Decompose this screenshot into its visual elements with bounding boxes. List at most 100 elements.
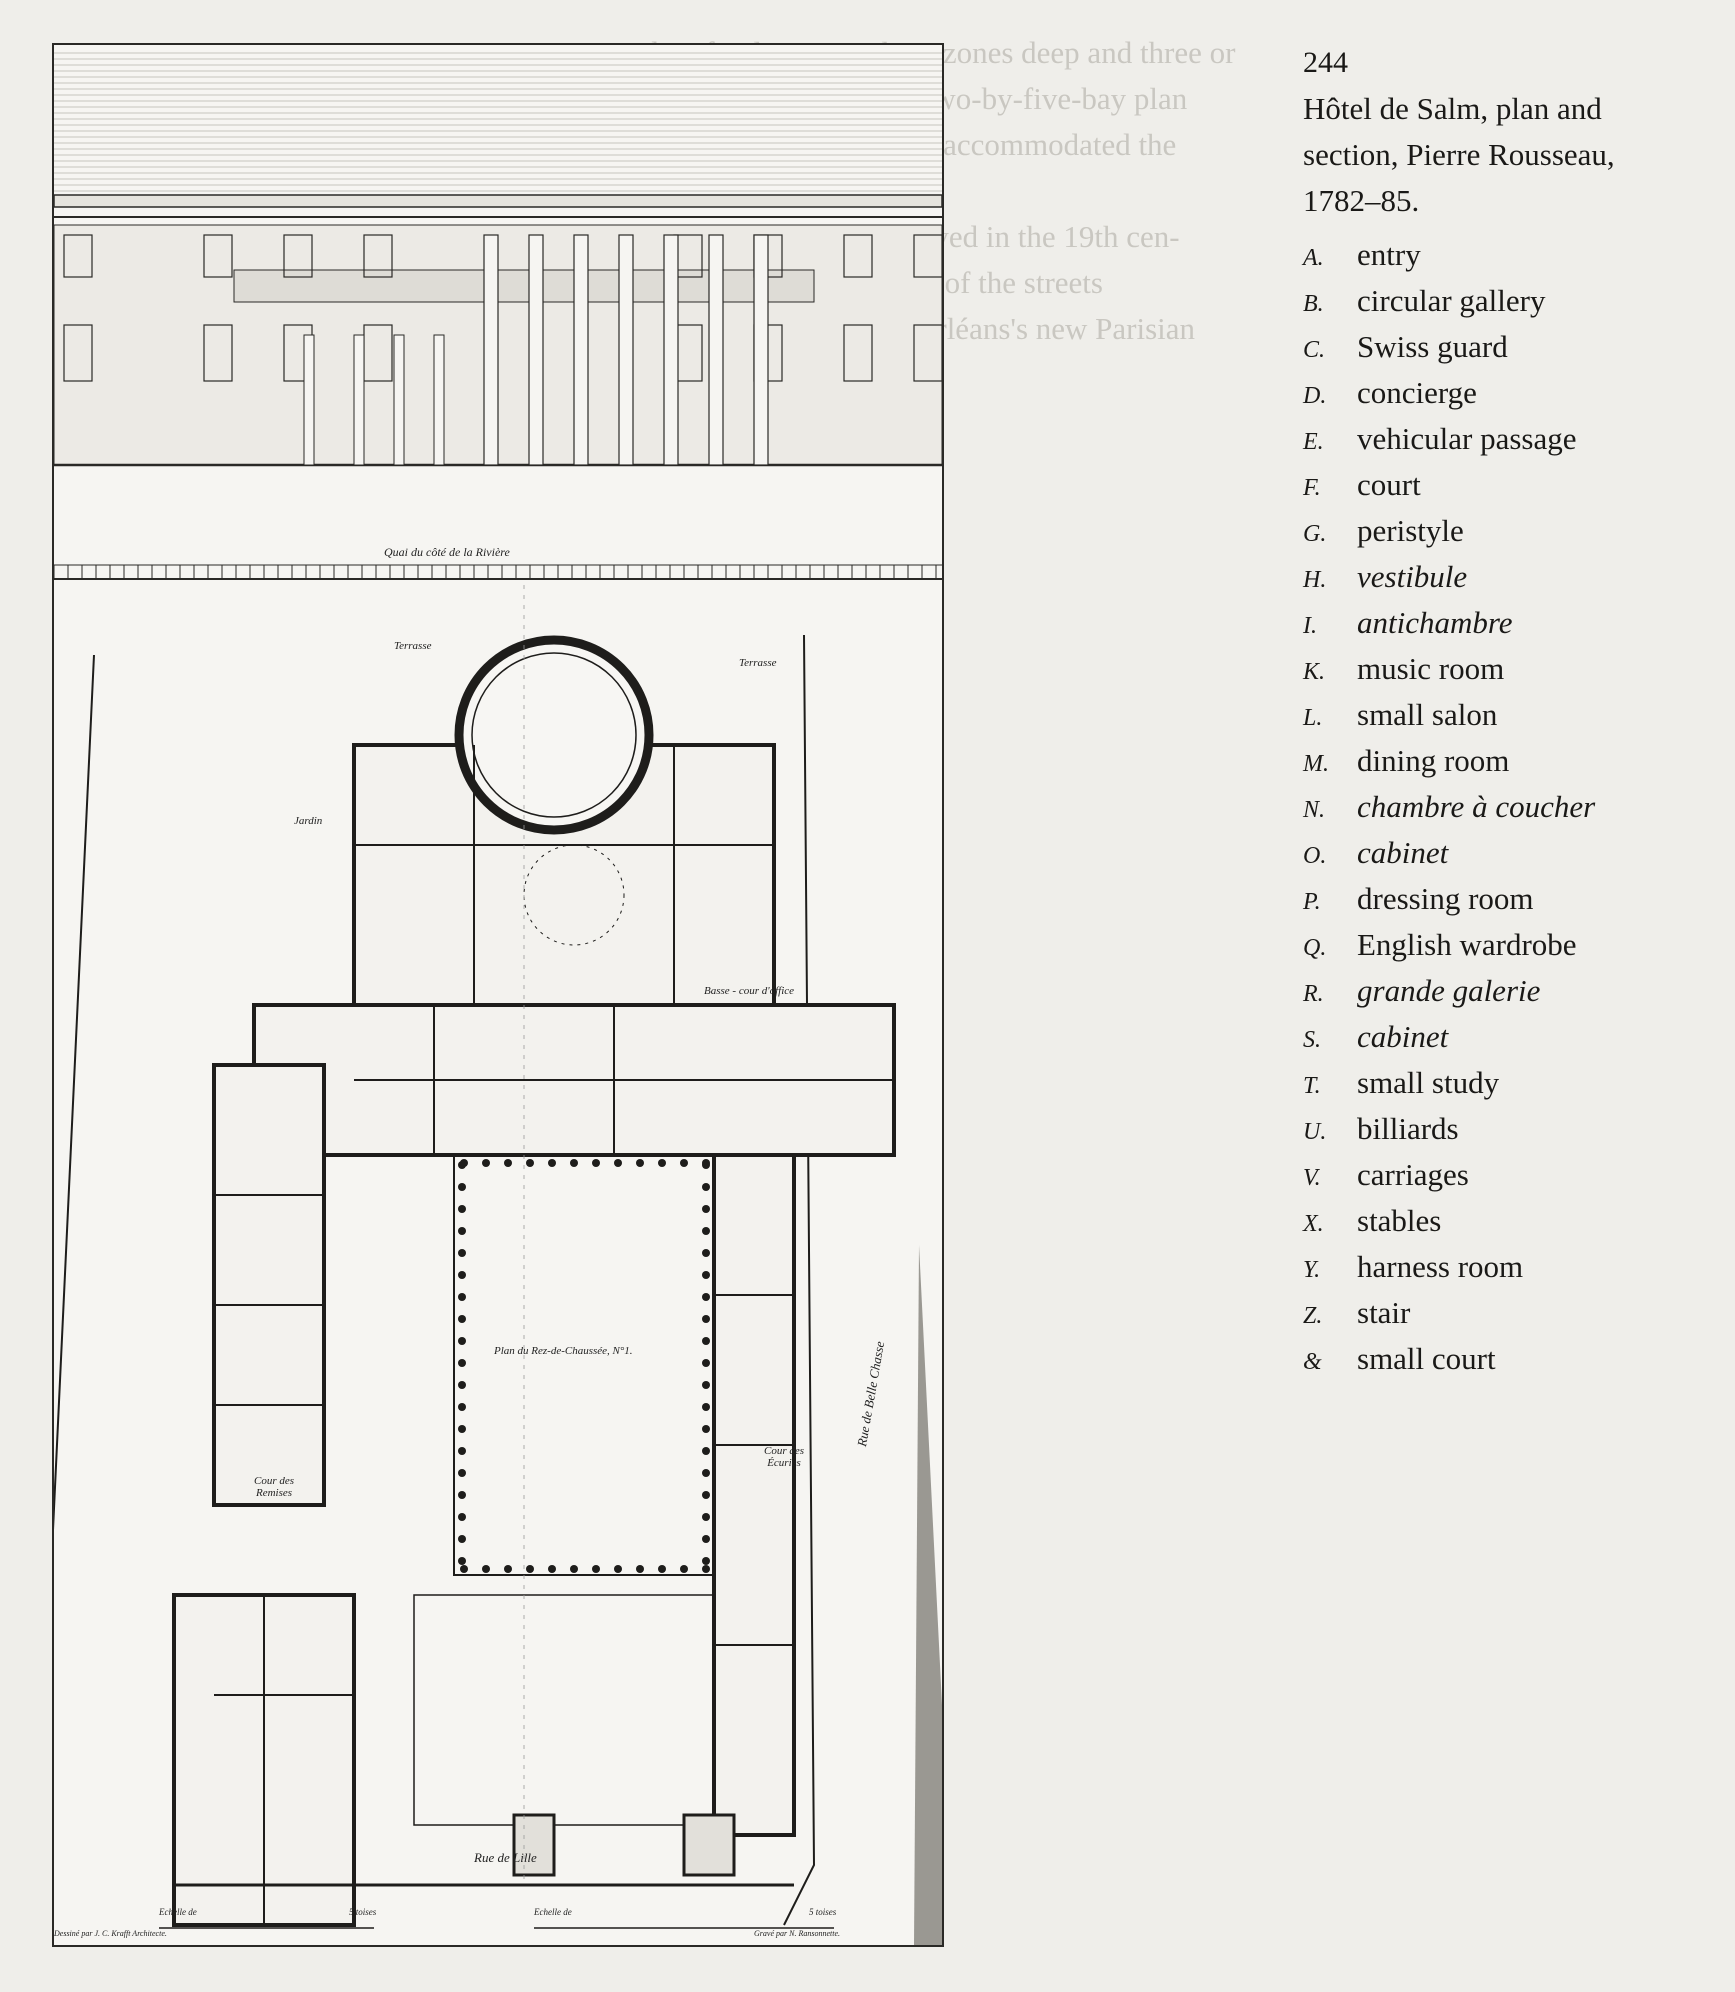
terrasse-left-label: Terrasse: [394, 640, 432, 652]
figure-number: 244: [1303, 46, 1348, 79]
legend-item: Q. English wardrobe: [1303, 922, 1723, 968]
legend-item: X. stables: [1303, 1198, 1723, 1244]
legend-key: &: [1303, 1349, 1322, 1375]
caption-line: 1782–85.: [1303, 183, 1420, 218]
legend-key: M.: [1303, 751, 1329, 777]
legend-item: N. chambre à coucher: [1303, 784, 1723, 830]
elevation: [54, 45, 942, 467]
legend-item: I. antichambre: [1303, 600, 1723, 646]
legend-label: vestibule: [1357, 559, 1468, 594]
legend-label: concierge: [1357, 375, 1477, 410]
scale-left-units: 5 toises: [349, 1907, 377, 1917]
legend-item: Y. harness room: [1303, 1244, 1723, 1290]
legend-item: A. entry: [1303, 232, 1723, 278]
basse-cour-label: Basse - cour d'office: [704, 985, 795, 997]
legend-key: K.: [1303, 659, 1326, 685]
credit-engraver: Gravé par N. Ransonnette.: [754, 1929, 840, 1938]
legend-label: chambre à coucher: [1357, 789, 1596, 824]
legend-item: & small court: [1303, 1336, 1723, 1382]
legend-key: U.: [1303, 1119, 1327, 1145]
legend-key: E.: [1303, 429, 1324, 455]
legend-label: small salon: [1357, 697, 1498, 732]
legend-key: G.: [1303, 521, 1327, 547]
quai-label: Quai du côté de la Rivière: [384, 545, 510, 559]
legend-label: court: [1357, 467, 1421, 502]
legend-key: B.: [1303, 291, 1324, 317]
legend-label: cabinet: [1357, 1019, 1449, 1054]
legend-key: L.: [1303, 705, 1323, 731]
legend-item: T. small study: [1303, 1060, 1723, 1106]
legend-label: small study: [1357, 1065, 1500, 1100]
legend-key: P.: [1303, 889, 1321, 915]
scale-right-units: 5 toises: [809, 1907, 837, 1917]
cour-remises-label: Cour des Remises: [253, 1475, 295, 1499]
legend-key: O.: [1303, 843, 1327, 869]
legend-label: antichambre: [1357, 605, 1513, 640]
caption-line: Hôtel de Salm, plan and: [1303, 91, 1602, 126]
legend-item: O. cabinet: [1303, 830, 1723, 876]
legend-item: C. Swiss guard: [1303, 324, 1723, 370]
legend-label: Swiss guard: [1357, 329, 1508, 364]
legend-item: P. dressing room: [1303, 876, 1723, 922]
legend-key: Q.: [1303, 935, 1327, 961]
legend-key: Y.: [1303, 1257, 1321, 1283]
legend-label: English wardrobe: [1357, 927, 1577, 962]
legend-key: F.: [1303, 475, 1321, 501]
legend-item: M. dining room: [1303, 738, 1723, 784]
legend-key: T.: [1303, 1073, 1321, 1099]
legend-key: A.: [1303, 245, 1324, 271]
scale-right-label: Echelle de: [534, 1907, 572, 1917]
legend-label: stables: [1357, 1203, 1442, 1238]
legend-label: carriages: [1357, 1157, 1469, 1192]
legend-label: billiards: [1357, 1111, 1459, 1146]
legend-label: peristyle: [1357, 513, 1464, 548]
credit-draughtsman: Dessiné par J. C. Krafft Architecte.: [54, 1929, 167, 1938]
legend-item: E. vehicular passage: [1303, 416, 1723, 462]
plan-and-elevation-drawing: [54, 45, 942, 1945]
legend-label: harness room: [1357, 1249, 1524, 1284]
legend-item: S. cabinet: [1303, 1014, 1723, 1060]
ground-floor-plan: [54, 585, 942, 1945]
terrasse-right-label: Terrasse: [739, 657, 777, 669]
legend-key: C.: [1303, 337, 1326, 363]
legend-label: grande galerie: [1357, 973, 1541, 1008]
legend-key: I.: [1303, 613, 1317, 639]
legend-item: F. court: [1303, 462, 1723, 508]
legend-item: V. carriages: [1303, 1152, 1723, 1198]
legend-label: entry: [1357, 237, 1421, 272]
legend-label: small court: [1357, 1341, 1496, 1376]
legend-item: D. concierge: [1303, 370, 1723, 416]
legend-label: cabinet: [1357, 835, 1449, 870]
legend-label: music room: [1357, 651, 1505, 686]
scale-left-label: Echelle de: [159, 1907, 197, 1917]
legend-label: stair: [1357, 1295, 1411, 1330]
caption-line: section, Pierre Rousseau,: [1303, 137, 1615, 172]
rue-bottom-label: Rue de Lille: [474, 1850, 537, 1865]
legend-item: H. vestibule: [1303, 554, 1723, 600]
legend-key: H.: [1303, 567, 1327, 593]
legend-item: R. grande galerie: [1303, 968, 1723, 1014]
legend-item: L. small salon: [1303, 692, 1723, 738]
legend-label: dressing room: [1357, 881, 1534, 916]
legend-key: D.: [1303, 383, 1327, 409]
legend-key: R.: [1303, 981, 1324, 1007]
legend-item: G. peristyle: [1303, 508, 1723, 554]
legend-key: N.: [1303, 797, 1326, 823]
legend-item: U. billiards: [1303, 1106, 1723, 1152]
jardin-label: Jardin: [294, 815, 323, 827]
cour-ecuries-label: Cour des Écuries: [763, 1445, 805, 1469]
legend-label: vehicular passage: [1357, 421, 1577, 456]
legend-label: dining room: [1357, 743, 1510, 778]
legend-item: Z. stair: [1303, 1290, 1723, 1336]
legend-item: K. music room: [1303, 646, 1723, 692]
legend-key: X.: [1303, 1211, 1324, 1237]
engraving-plate: Quai du côté de la Rivière Terrasse Terr…: [52, 43, 944, 1947]
legend-key: Z.: [1303, 1303, 1323, 1329]
plan-title: Plan du Rez-de-Chaussée, N°1.: [494, 1345, 633, 1357]
figure-caption: 244 Hôtel de Salm, plan and section, Pie…: [1303, 40, 1723, 1382]
legend-key: S.: [1303, 1027, 1321, 1053]
legend-key: V.: [1303, 1165, 1321, 1191]
legend-label: circular gallery: [1357, 283, 1546, 318]
legend-item: B. circular gallery: [1303, 278, 1723, 324]
